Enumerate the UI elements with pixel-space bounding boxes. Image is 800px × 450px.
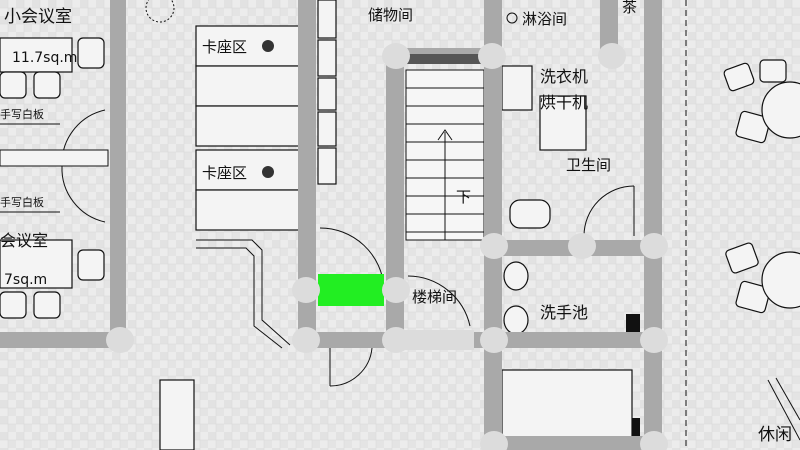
basketball-icon-1 <box>262 40 274 52</box>
washer-box <box>539 95 587 151</box>
meeting-table-top <box>0 37 73 73</box>
locker-column <box>317 0 337 185</box>
basin-2 <box>503 305 529 335</box>
meeting-table-bottom <box>0 239 73 289</box>
lower-counter <box>501 369 633 439</box>
chair-top-right <box>77 37 105 69</box>
toilet-bowl <box>509 199 551 229</box>
label-toilet: 卫生间 <box>566 156 611 174</box>
lounge-chairs <box>723 59 800 441</box>
booth-chair-1 <box>159 379 195 450</box>
chair-top-left-2 <box>33 71 61 99</box>
highlighted-door[interactable] <box>318 274 384 306</box>
label-top-right-partial: 茶 <box>622 0 637 16</box>
toilet-door-arc <box>583 185 635 237</box>
door-arc-left-2 <box>61 165 106 223</box>
label-small-meeting: 小会议室 <box>4 7 72 27</box>
label-stair-down: 下 <box>456 188 471 206</box>
chair-bottom-left-1 <box>0 291 27 319</box>
basketball-icon-2 <box>262 166 274 178</box>
label-booth-1: 卡座区 <box>202 38 247 56</box>
dark-block-1 <box>626 314 640 336</box>
label-small-meeting-area: 11.7sq.m <box>12 50 77 66</box>
shower-tray <box>501 65 533 111</box>
label-meeting-area: 7sq.m <box>4 272 47 288</box>
label-dryer: 烘干机 <box>540 93 588 112</box>
plant-icon <box>145 0 175 23</box>
wall-nodes <box>106 43 668 450</box>
label-storage: 储物间 <box>368 6 413 24</box>
door-arc-bottom <box>329 347 373 387</box>
partition-left <box>0 149 109 167</box>
small-circle-icon <box>506 12 518 24</box>
chair-top-left-1 <box>0 71 27 99</box>
label-meeting: 会议室 <box>0 231 48 250</box>
door-arc-stair <box>407 275 471 327</box>
chair-bottom-right <box>77 249 105 281</box>
basin-1 <box>503 261 529 291</box>
label-booth-2: 卡座区 <box>202 164 247 182</box>
label-lounge-partial: 休闲 <box>758 425 792 445</box>
label-whiteboard-top: 手写白板 <box>0 107 44 121</box>
label-washer: 洗衣机 <box>540 67 588 86</box>
label-stairwell: 楼梯间 <box>412 288 457 306</box>
label-whiteboard-bottom: 手写白板 <box>0 195 44 209</box>
chair-bottom-left-2 <box>33 291 61 319</box>
label-wash-basin: 洗手池 <box>540 303 588 322</box>
label-shower: 淋浴间 <box>522 10 567 28</box>
staircase <box>405 69 485 241</box>
